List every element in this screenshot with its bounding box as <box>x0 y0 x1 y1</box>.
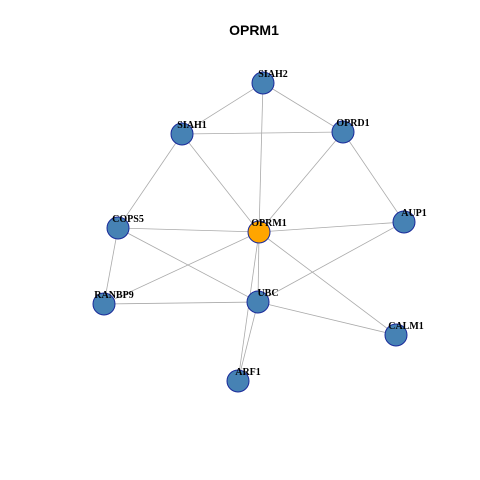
node-siah1[interactable] <box>170 122 194 146</box>
edge-siah1-cops5 <box>117 133 183 229</box>
edge-oprd1-oprm1 <box>258 131 344 233</box>
edge-ubc-arf1 <box>237 301 259 382</box>
node-siah2[interactable] <box>251 71 275 95</box>
edge-siah2-oprm1 <box>258 82 264 233</box>
node-cops5[interactable] <box>106 216 130 240</box>
node-label-aup1: AUP1 <box>401 208 427 219</box>
node-label-cops5: COPS5 <box>112 214 144 225</box>
edge-siah1-oprm1 <box>181 133 260 233</box>
node-oprm1[interactable] <box>247 220 271 244</box>
edge-ranbp9-ubc <box>103 301 259 305</box>
node-label-siah1: SIAH1 <box>177 120 206 131</box>
edge-oprm1-aup1 <box>258 221 405 233</box>
edge-aup1-ubc <box>257 221 405 303</box>
node-label-oprd1: OPRD1 <box>336 118 369 129</box>
edge-oprd1-aup1 <box>342 131 405 223</box>
node-oprd1[interactable] <box>331 120 355 144</box>
node-label-siah2: SIAH2 <box>258 69 287 80</box>
node-arf1[interactable] <box>226 369 250 393</box>
node-label-oprm1: OPRM1 <box>251 218 287 229</box>
edge-siah1-oprd1 <box>181 131 344 135</box>
node-aup1[interactable] <box>392 210 416 234</box>
node-label-arf1: ARF1 <box>235 367 261 378</box>
edge-ubc-calm1 <box>257 301 397 336</box>
graph-title: OPRM1 <box>229 22 279 38</box>
edges-layer <box>103 82 405 382</box>
node-label-ubc: UBC <box>257 288 278 299</box>
edge-siah2-siah1 <box>181 82 264 135</box>
node-ubc[interactable] <box>246 290 270 314</box>
node-label-ranbp9: RANBP9 <box>94 290 133 301</box>
nodes-layer <box>92 71 416 393</box>
edge-cops5-ranbp9 <box>103 227 119 305</box>
edge-oprm1-ubc <box>257 231 260 303</box>
node-calm1[interactable] <box>384 323 408 347</box>
edge-siah2-oprd1 <box>262 82 344 133</box>
edge-oprm1-calm1 <box>258 231 397 336</box>
edge-oprm1-ranbp9 <box>103 231 260 305</box>
edge-cops5-oprm1 <box>117 227 260 233</box>
node-ranbp9[interactable] <box>92 292 116 316</box>
node-label-calm1: CALM1 <box>388 321 424 332</box>
